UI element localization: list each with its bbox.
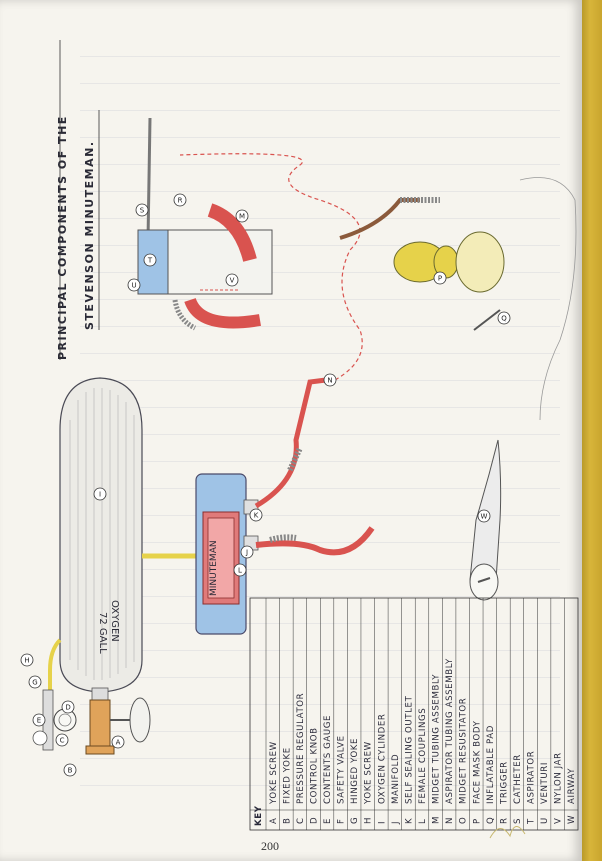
- key-label: FACE MASK BODY: [472, 720, 482, 804]
- key-label: PRESSURE REGULATOR: [296, 693, 306, 804]
- signature: [489, 826, 526, 839]
- marker-a: A: [116, 739, 121, 747]
- title-line-1: PRINCIPAL COMPONENTS OF THE: [56, 115, 69, 360]
- key-code: E: [323, 818, 333, 824]
- key-label: MIDGET TUBING ASSEMBLY: [432, 674, 442, 804]
- key-label: INFLATABLE PAD: [486, 725, 496, 804]
- key-label: VENTURI: [540, 762, 550, 804]
- key-label: NYLON JAR: [554, 752, 564, 804]
- component-markers: I H G E C D A B J K L N M S R T U V P Q …: [20, 193, 511, 777]
- title-line-2: STEVENSON MINUTEMAN.: [83, 140, 96, 330]
- key-code: N: [445, 817, 455, 824]
- key-code: P: [472, 818, 482, 824]
- key-code: H: [364, 817, 374, 824]
- key-code: W: [567, 815, 577, 824]
- key-code: D: [309, 817, 319, 824]
- minuteman-unit: MINUTEMAN: [195, 473, 259, 635]
- key-table: KEY A YOKE SCREW B FIXED YOKE C PRESSURE REGUL…: [249, 597, 579, 831]
- key-code: T: [527, 818, 537, 825]
- key-label: CATHETER: [513, 754, 523, 804]
- marker-p: P: [438, 275, 442, 283]
- marker-k: K: [254, 512, 259, 520]
- page-number: 200: [261, 839, 279, 853]
- key-code: F: [337, 818, 347, 824]
- key-code: C: [296, 817, 306, 824]
- oxygen-cylinder: OXYGEN 72 GALL: [59, 377, 143, 701]
- key-code: B: [282, 818, 292, 825]
- midget-tubing: [255, 526, 375, 556]
- key-code: M: [432, 816, 442, 824]
- marker-v: V: [230, 277, 235, 285]
- page-edge: [582, 0, 602, 861]
- regulator-assembly: [32, 689, 151, 755]
- marker-i: I: [99, 491, 101, 499]
- marker-j: J: [245, 549, 248, 557]
- marker-g: G: [32, 679, 37, 687]
- marker-u: U: [131, 282, 136, 290]
- key-label: FEMALE COUPLINGS: [418, 708, 428, 804]
- key-label: ASPIRATOR: [527, 751, 537, 804]
- marker-b: B: [68, 767, 73, 775]
- key-code: K: [404, 818, 414, 824]
- marker-q: Q: [501, 315, 507, 323]
- resuscitator-unit: [137, 117, 273, 331]
- key-label: FIXED YOKE: [282, 747, 292, 804]
- key-code: G: [350, 817, 360, 824]
- key-label: OXYGEN CYLINDER: [377, 714, 387, 804]
- face-mask: [339, 177, 577, 421]
- bleed-through-handwriting: [80, 30, 560, 810]
- marker-n: N: [327, 377, 332, 385]
- key-label: YOKE SCREW: [269, 741, 279, 805]
- cylinder-label-line-2: 72 GALL: [97, 612, 108, 654]
- key-label: ASPIRATOR TUBING ASSEMBLY: [445, 658, 455, 804]
- key-code: R: [499, 817, 509, 824]
- minuteman-label: MINUTEMAN: [209, 540, 219, 596]
- key-code: U: [540, 817, 550, 824]
- cylinder-label-line-1: OXYGEN: [109, 600, 120, 642]
- key-label: HINGED YOKE: [350, 738, 360, 804]
- marker-m: M: [239, 213, 245, 221]
- key-label: SAFETY VALVE: [337, 735, 347, 804]
- key-label: YOKE SCREW: [364, 741, 374, 805]
- key-code: J: [391, 821, 401, 825]
- key-code: Q: [486, 817, 496, 824]
- key-label: MANIFOLD: [391, 754, 401, 804]
- key-label: AIRWAY: [567, 768, 577, 804]
- key-heading: KEY: [254, 805, 264, 826]
- marker-c: C: [60, 737, 65, 745]
- aspirator-tube: [254, 377, 327, 509]
- key-label: SELF SEALING OUTLET: [404, 695, 414, 804]
- key-label: CONTROL KNOB: [309, 727, 319, 804]
- key-code: V: [554, 818, 564, 824]
- marker-d: D: [65, 704, 70, 712]
- marker-h: H: [24, 657, 29, 665]
- key-label: CONTENTS GAUGE: [323, 715, 333, 804]
- marker-l: L: [238, 567, 242, 575]
- marker-r: R: [178, 197, 183, 205]
- key-code: O: [459, 817, 469, 824]
- marker-t: T: [147, 257, 153, 265]
- key-code: A: [269, 818, 279, 824]
- marker-e: E: [37, 717, 41, 725]
- title-block: PRINCIPAL COMPONENTS OF THE STEVENSON MI…: [56, 40, 100, 360]
- marker-s: S: [140, 207, 145, 215]
- key-label: MIDGET RESUSITATOR: [459, 698, 469, 804]
- key-code: I: [377, 821, 387, 824]
- marker-w: W: [481, 513, 488, 521]
- key-code: L: [418, 819, 428, 824]
- key-label: TRIGGER: [499, 761, 509, 805]
- key-code: S: [513, 818, 523, 824]
